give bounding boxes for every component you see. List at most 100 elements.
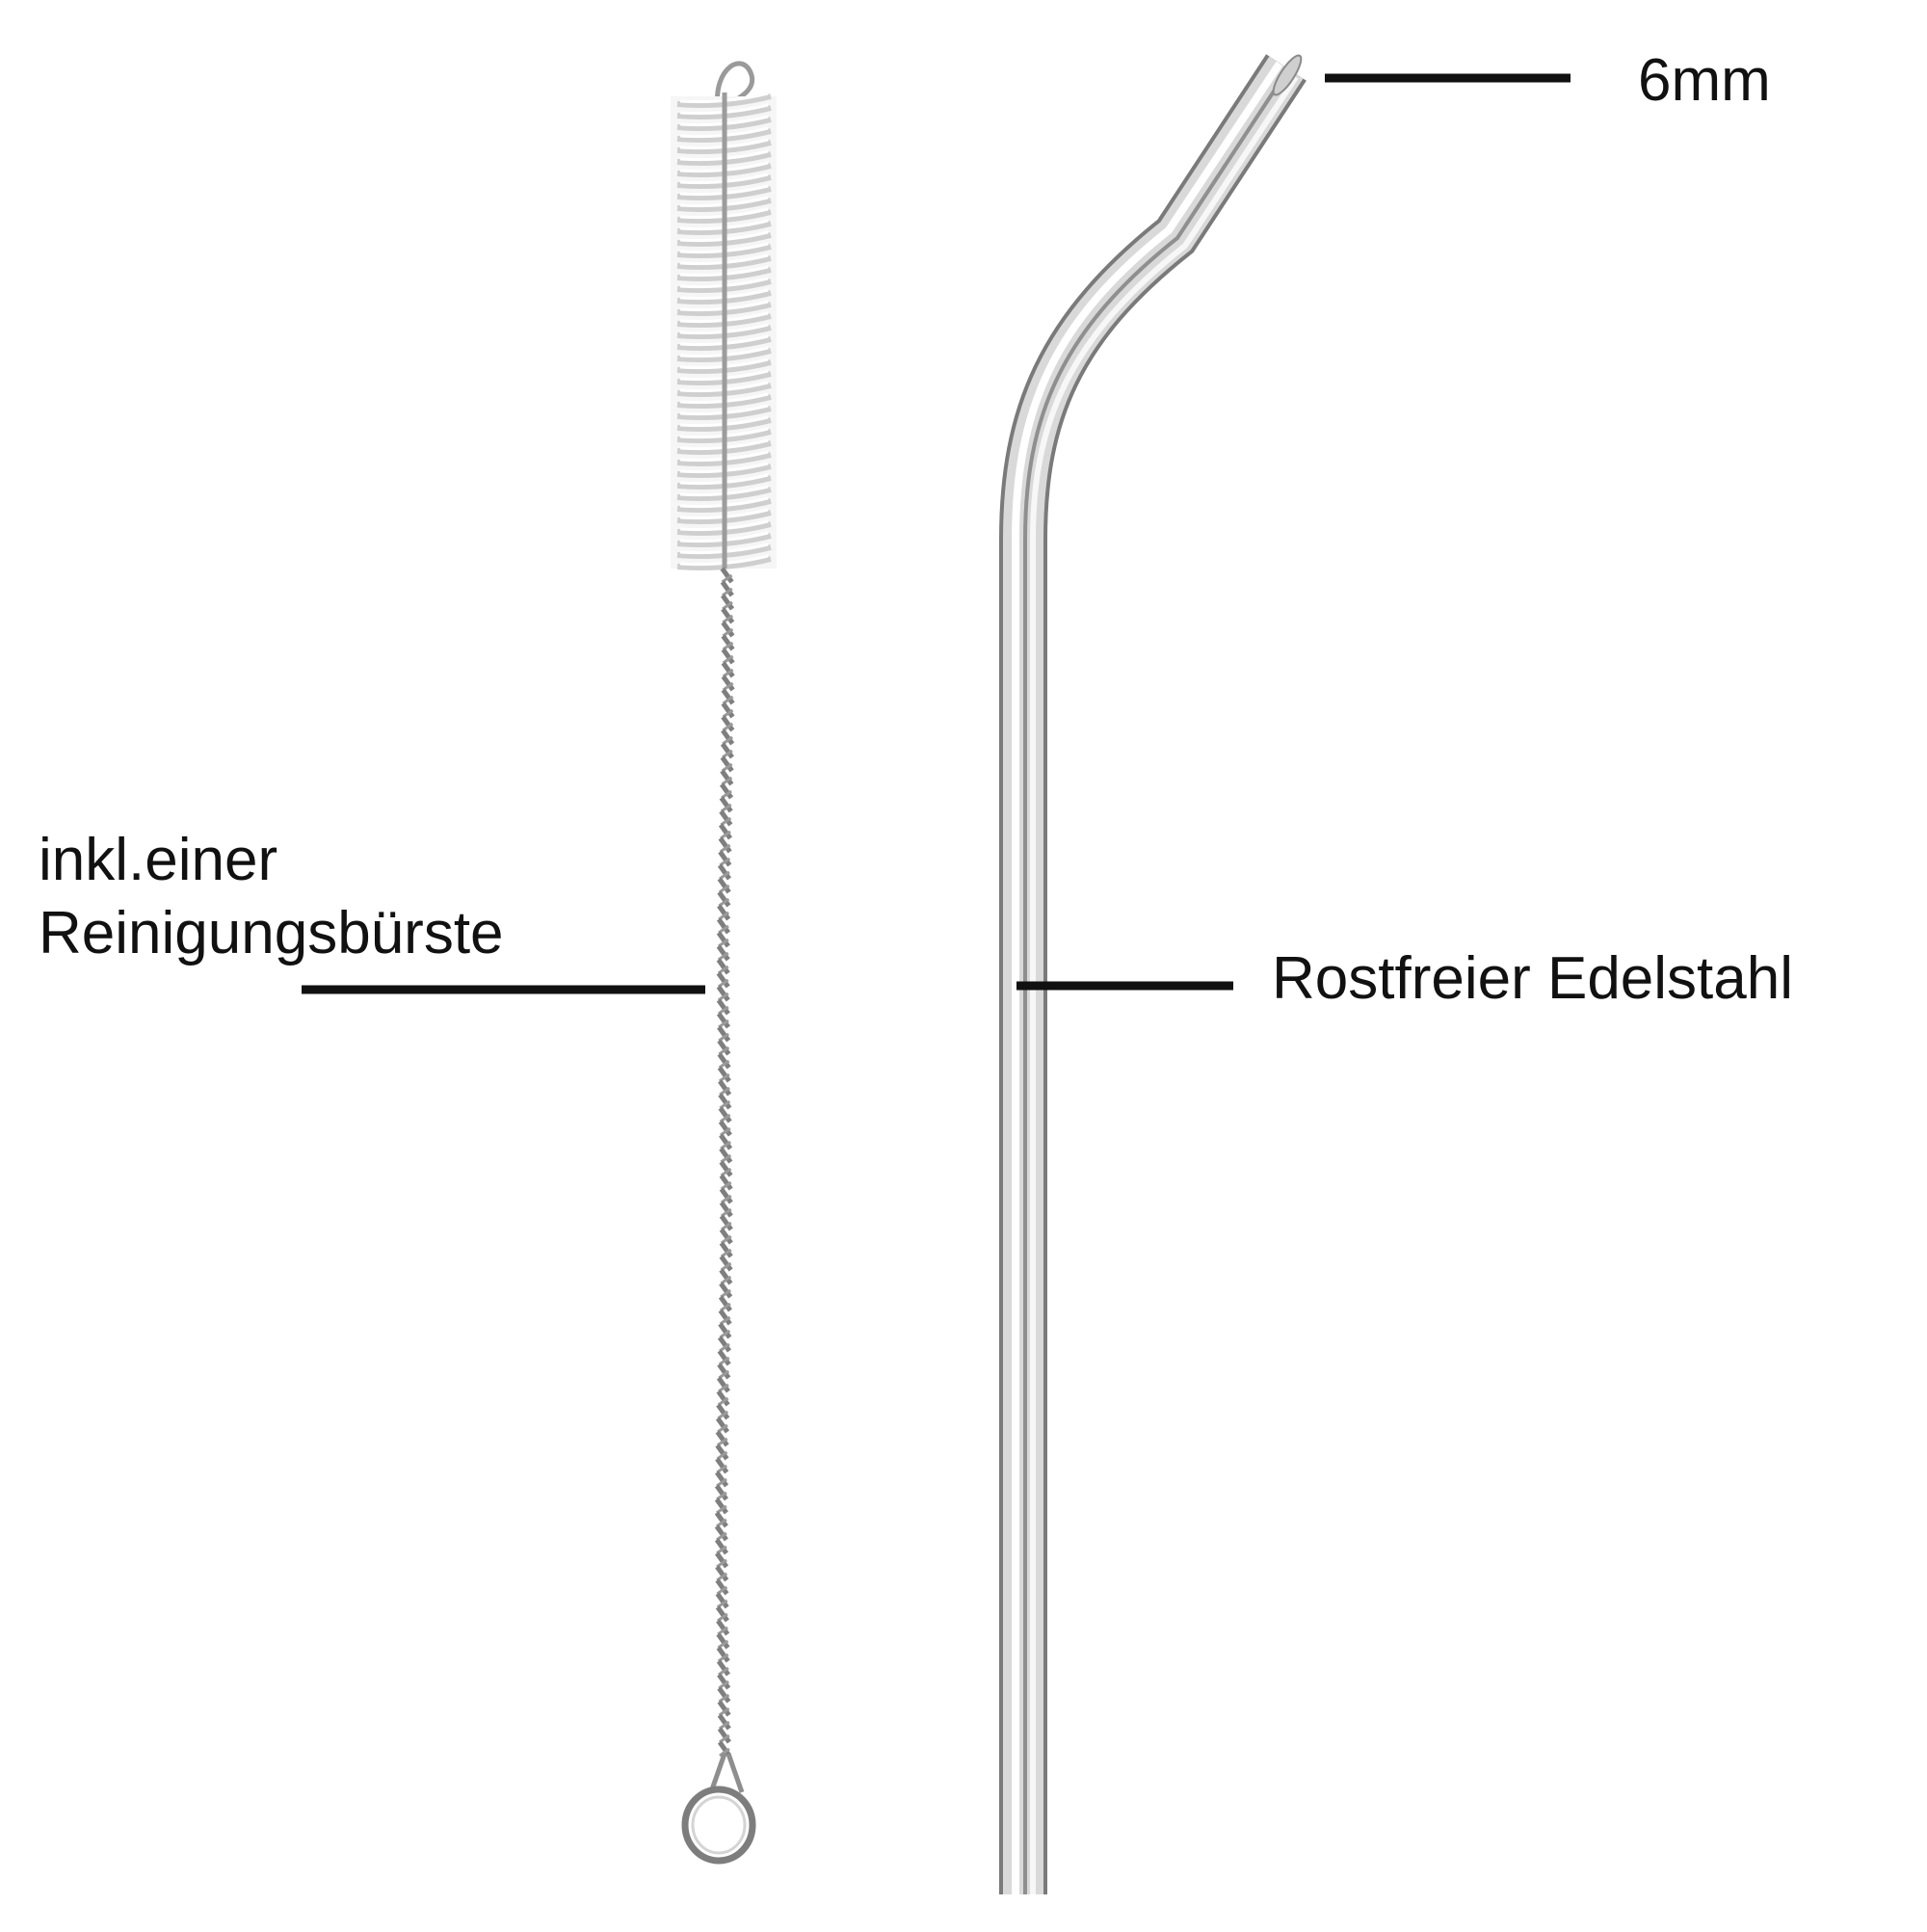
wire-twist (718, 1295, 732, 1312)
wire-twist (719, 1268, 733, 1285)
wire-twist (717, 1005, 729, 1016)
wire-twist (720, 769, 734, 786)
wire-twist (718, 1032, 729, 1043)
wire-twist (716, 1632, 730, 1650)
wire-twist (719, 1133, 733, 1151)
wire-twist (716, 1599, 728, 1609)
wire-twist (717, 1653, 729, 1663)
wire-twist (721, 661, 735, 678)
wire-twist (716, 1585, 728, 1596)
wire-twist (719, 1187, 733, 1204)
wire-twist (718, 1720, 730, 1731)
wire-twist (717, 1349, 731, 1366)
wire-twist (718, 1734, 730, 1744)
wire-twist (716, 1545, 727, 1555)
wire-twist (716, 1646, 730, 1663)
wire-twist (717, 890, 731, 908)
bent-steel-straw (999, 54, 1307, 1894)
wire-twist (721, 701, 735, 719)
wire-twist (719, 1174, 733, 1191)
wire-twist (720, 1140, 731, 1151)
wire-twist (719, 796, 733, 813)
material-label: Rostfreier Edelstahl (1272, 945, 1794, 1012)
wire-twist (715, 1605, 729, 1623)
wire-twist (718, 1680, 730, 1690)
wire-twist (718, 1707, 730, 1717)
wire-twist (721, 573, 733, 584)
wire-twist (719, 1126, 731, 1137)
wire-twist (714, 1484, 728, 1501)
wire-twist (720, 1153, 732, 1164)
wire-twist (714, 1497, 728, 1515)
wire-twist (715, 1578, 729, 1596)
wire-twist (714, 1511, 728, 1528)
wire-twist (721, 607, 735, 624)
wire-twist (719, 1214, 733, 1231)
wire-twist (716, 1531, 727, 1542)
wire-twist (715, 1430, 729, 1447)
brush-bristles (671, 92, 777, 570)
wire-twist (715, 1416, 729, 1434)
wire-twist (716, 1619, 730, 1636)
wire-twist (720, 742, 734, 759)
wire-twist (717, 1052, 731, 1070)
wire-twist (715, 1592, 729, 1609)
wire-twist (717, 1700, 731, 1717)
wire-twist (716, 958, 730, 975)
wire-twist (721, 621, 735, 638)
wire-twist (718, 1693, 730, 1704)
wire-twist (716, 931, 730, 948)
wire-twist (715, 1565, 729, 1582)
brush-label: inkl.einer Reinigungsbürste (39, 824, 504, 970)
brush-label-line-1: inkl.einer (39, 827, 278, 893)
wire-twist (716, 985, 730, 1002)
wire-twist (719, 782, 734, 800)
wire-twist (717, 1066, 731, 1083)
brush-twisted-wire (714, 567, 735, 1758)
wire-twist (717, 1363, 731, 1380)
wire-twist (717, 1740, 731, 1758)
wire-twist (717, 992, 729, 1002)
wire-twist (716, 1376, 730, 1393)
brush-label-line-2: Reinigungsbürste (39, 900, 504, 966)
wire-twist (717, 1039, 731, 1056)
wire-twist (718, 1072, 730, 1083)
wire-twist (720, 755, 734, 773)
wire-twist (719, 1241, 733, 1258)
wire-twist (715, 1470, 729, 1488)
wire-twist (716, 944, 730, 962)
wire-twist (718, 1322, 732, 1339)
wire-twist (718, 1120, 732, 1137)
brush-bottom-loop (681, 1753, 756, 1865)
wire-twist (717, 877, 731, 894)
wire-twist (718, 1093, 732, 1110)
wire-twist (718, 850, 732, 867)
wire-twist (716, 1389, 730, 1407)
wire-twist (719, 1160, 733, 1178)
wire-twist (721, 648, 735, 665)
wire-twist (719, 1086, 730, 1097)
wire-twist (718, 1079, 732, 1097)
wire-twist (717, 904, 731, 921)
wire-twist (716, 1572, 728, 1582)
wire-twist (721, 634, 735, 651)
wire-twist (717, 1639, 729, 1650)
wire-twist (717, 1713, 731, 1731)
wire-twist (717, 978, 729, 989)
wire-twist (720, 567, 734, 584)
wire-twist (722, 614, 734, 624)
wire-twist (717, 1612, 728, 1623)
wire-twist (714, 1538, 728, 1555)
wire-twist (719, 809, 733, 827)
wire-twist (718, 1666, 729, 1677)
cleaning-brush (671, 61, 777, 1865)
wire-twist (720, 1194, 732, 1204)
wire-twist (716, 1403, 730, 1420)
wire-twist (719, 1201, 733, 1218)
wire-twist (717, 1336, 732, 1353)
wire-twist (720, 1167, 732, 1178)
wire-twist (718, 1045, 730, 1056)
wire-twist (718, 1059, 730, 1070)
